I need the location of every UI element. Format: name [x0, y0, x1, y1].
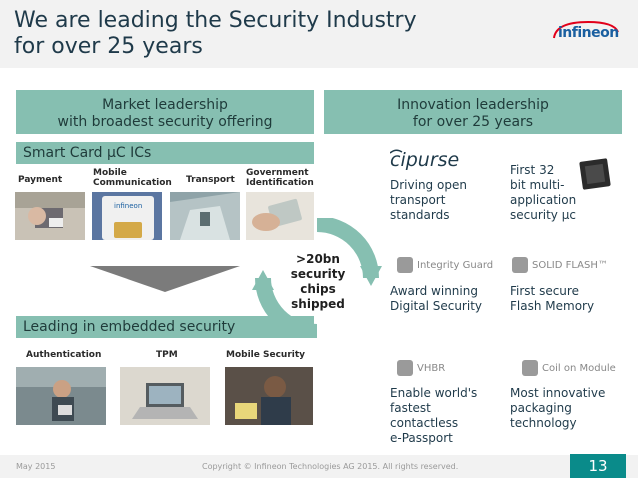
svg-text:infineon: infineon	[114, 202, 142, 210]
integrity-guard-icon	[397, 257, 413, 273]
cipurse-text: Driving open transport standards	[390, 178, 467, 222]
header-bar	[0, 0, 638, 68]
tpm-photo	[120, 367, 210, 425]
brand-name: infineon	[558, 25, 619, 41]
chips-circle	[250, 216, 384, 340]
solid-flash-text: First secure Flash Memory	[510, 284, 595, 313]
vhbr-label: VHBR	[417, 362, 446, 374]
solid-flash-logo: SOLID FLASH™	[512, 257, 608, 273]
payment-photo	[15, 192, 85, 240]
infineon-logo: infineon	[548, 18, 622, 48]
footer-date: May 2015	[16, 462, 56, 471]
integrity-guard-label: Integrity Guard	[417, 259, 494, 271]
page-number: 13	[570, 454, 626, 478]
down-arrow-icon	[90, 266, 240, 292]
slide-title: We are leading the Security Industry for…	[14, 8, 417, 59]
sim-card-photo: infineon	[92, 192, 162, 240]
solid-flash-icon	[512, 257, 528, 273]
vhbr-icon	[397, 360, 413, 376]
multi-app-text: First 32 bit multi- application security…	[510, 163, 577, 222]
innovation-leadership-banner: Innovation leadership for over 25 years	[324, 90, 622, 134]
svg-text:cipurse: cipurse	[390, 149, 459, 171]
vhbr-text: Enable world's fastest contactless e-Pas…	[390, 386, 478, 445]
category-mobile-communication: Mobile Communication	[93, 168, 172, 188]
vhbr-logo: VHBR	[397, 360, 445, 376]
coil-on-module-text: Most innovative packaging technology	[510, 386, 606, 430]
category-government-identification: Government Identification	[246, 168, 314, 188]
footer-bar	[0, 455, 638, 478]
category-mobile-security: Mobile Security	[226, 350, 306, 360]
integrity-guard-logo: Integrity Guard	[397, 257, 493, 273]
cipurse-logo: cipurse	[389, 148, 460, 176]
footer-copyright: Copyright © Infineon Technologies AG 201…	[202, 462, 459, 471]
chip-image	[578, 157, 612, 195]
smart-card-bar: Smart Card µC ICs	[16, 142, 314, 164]
transport-photo	[170, 192, 240, 240]
chips-shipped-label: >20bn security chips shipped	[290, 252, 346, 311]
solid-flash-label: SOLID FLASH™	[532, 259, 608, 271]
integrity-guard-text: Award winning Digital Security	[390, 284, 483, 313]
government-id-photo	[246, 192, 314, 240]
authentication-photo	[16, 367, 106, 425]
category-transport: Transport	[186, 175, 235, 185]
embedded-security-bar: Leading in embedded security	[16, 316, 314, 338]
market-leadership-banner: Market leadership with broadest security…	[16, 90, 314, 134]
coil-on-module-icon	[522, 360, 538, 376]
coil-on-module-label: Coil on Module	[542, 362, 616, 374]
category-authentication: Authentication	[26, 350, 102, 360]
category-tpm: TPM	[156, 350, 178, 360]
coil-on-module-logo: Coil on Module	[522, 360, 616, 376]
mobile-security-photo	[225, 367, 313, 425]
category-payment: Payment	[18, 175, 63, 185]
